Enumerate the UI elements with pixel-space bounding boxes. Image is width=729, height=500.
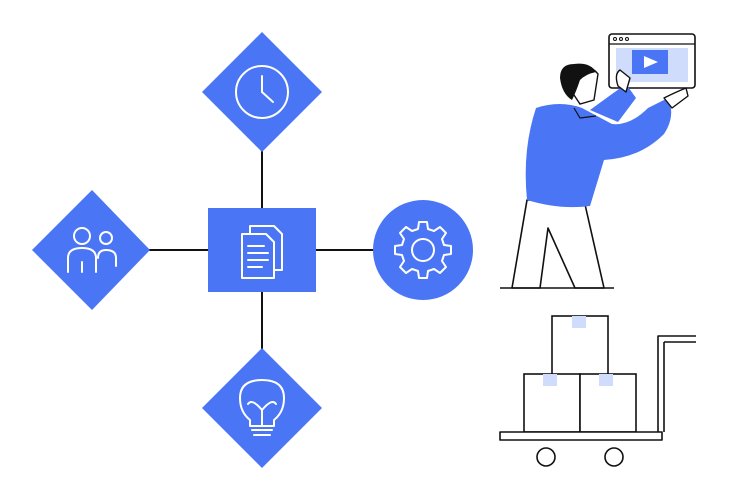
top-node (202, 32, 322, 152)
person-head (560, 63, 599, 105)
cart-boxes (523, 315, 637, 433)
center-node (208, 208, 316, 292)
hand-truck-illustration (499, 315, 696, 467)
person-torso (525, 84, 672, 208)
bottom-diamond (202, 348, 322, 468)
play-button-icon (644, 56, 658, 68)
clock-icon (235, 65, 289, 119)
person-legs (500, 199, 614, 289)
gear-icon (394, 221, 452, 279)
right-node (373, 200, 473, 300)
document-icon (241, 225, 283, 279)
lightbulb-icon (239, 379, 285, 436)
box-tape (543, 316, 613, 386)
right-circle (373, 200, 473, 300)
wheel-right (604, 447, 624, 467)
bottom-node (202, 348, 322, 468)
connector-lines (148, 148, 374, 352)
people-icon (67, 227, 117, 273)
person-hands (615, 69, 689, 109)
wheel-left (536, 447, 556, 467)
video-window (608, 33, 696, 89)
cart-frame (499, 335, 696, 467)
person-illustration (500, 33, 696, 289)
left-node (32, 190, 150, 310)
